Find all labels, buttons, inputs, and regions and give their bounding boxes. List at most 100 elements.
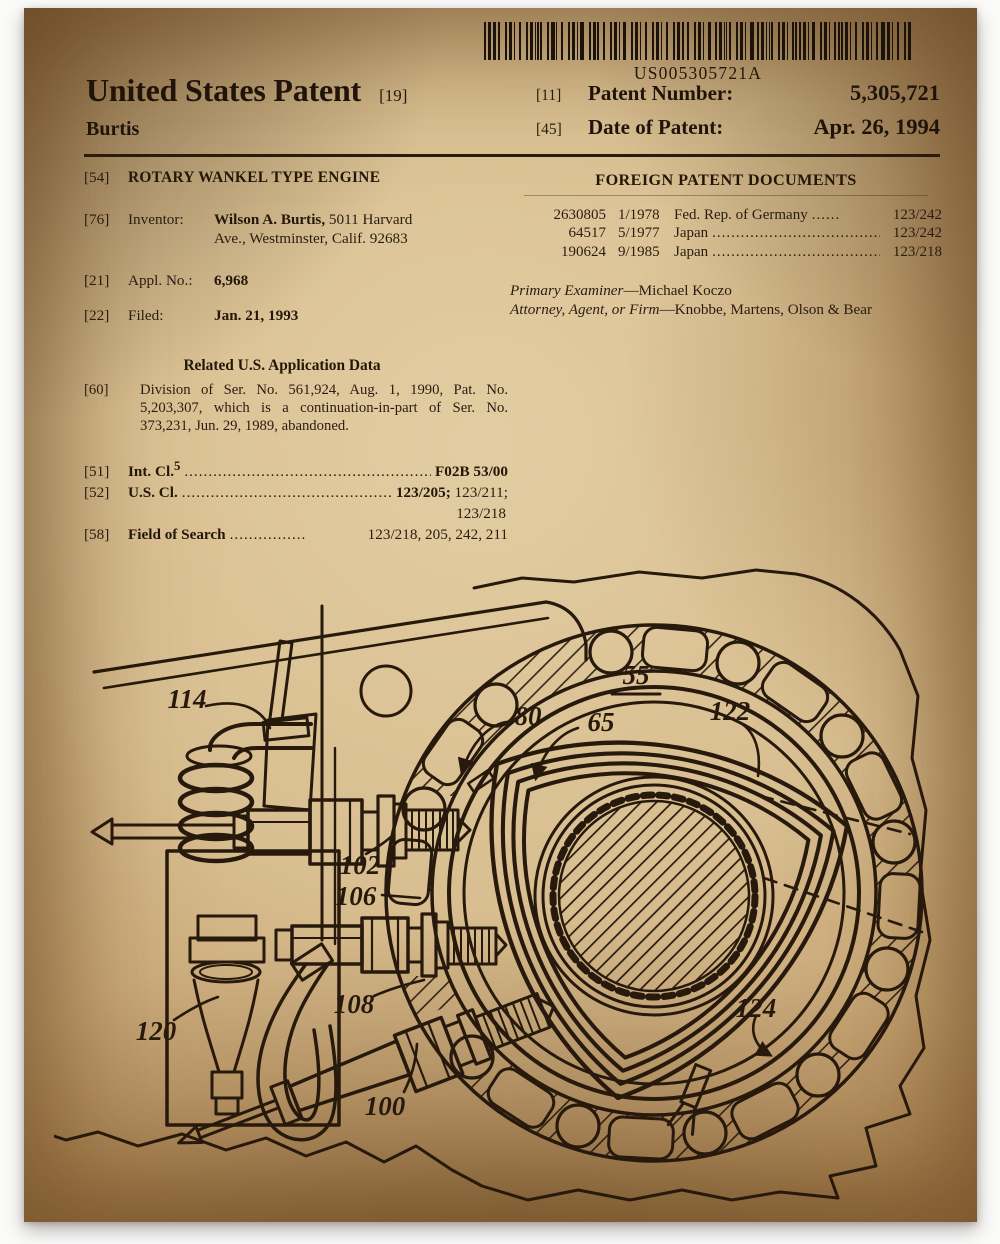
int-cl-sup: 5: [174, 459, 181, 474]
patent-title-row: United States Patent [19]: [86, 72, 407, 109]
figure-label-55: 55: [623, 660, 650, 690]
primary-examiner-line: Primary Examiner—Michael Koczo: [510, 282, 942, 301]
filed-field: [22] Filed: Jan. 21, 1993: [84, 307, 508, 326]
housing-torn-outline: [54, 568, 932, 1202]
header-divider: [84, 154, 940, 157]
figure-label-114: 114: [167, 684, 206, 714]
figure-label-122: 122: [710, 696, 751, 726]
figure-label-120: 120: [136, 1016, 177, 1046]
foreign-patent-row: 2630805 1/1978 Fed. Rep. of Germany ....…: [510, 206, 943, 224]
related-data-field: [60] Division of Ser. No. 561,924, Aug. …: [84, 382, 508, 435]
wankel-engine-figure: 114 55 80 65 122 102 106 108 120 100 124: [54, 568, 932, 1202]
dot-leader: ........................................…: [712, 225, 880, 242]
inventor-label: Inventor:: [128, 210, 184, 228]
fp-class: 123/218: [892, 243, 942, 260]
attorney-label: Attorney, Agent, or Firm: [510, 300, 660, 318]
field-code: [60]: [84, 382, 109, 399]
rotor-internal-gear: [533, 775, 775, 1017]
inventor-name: Wilson A. Burtis,: [214, 210, 326, 228]
us-cl-label: U.S. Cl.: [128, 484, 178, 502]
invention-title-field: [54] ROTARY WANKEL TYPE ENGINE: [84, 168, 508, 188]
dot-leader: ........................................…: [181, 484, 392, 502]
fp-country: Fed. Rep. of Germany: [674, 207, 808, 224]
patent-date-label: Date of Patent:: [588, 115, 724, 139]
patent-title: United States Patent: [86, 72, 362, 108]
fp-country: Japan: [674, 243, 709, 260]
inventor-field: [76] Inventor: Wilson A. Burtis, 5011 Ha…: [84, 211, 508, 249]
us-cl-field: [52] U.S. Cl. ..........................…: [84, 484, 508, 503]
appl-label: Appl. No.:: [128, 271, 193, 289]
appl-value: 6,968: [214, 271, 249, 289]
patent-poster: US005305721A United States Patent [19] B…: [24, 8, 977, 1222]
related-data-heading: Related U.S. Application Data: [183, 357, 381, 375]
dot-leader: ........................................…: [184, 463, 431, 481]
fp-date: 9/1985: [618, 243, 660, 260]
fp-number: 2630805: [553, 207, 607, 224]
examiner-value: —Michael Koczo: [623, 281, 732, 299]
patent-date-value: Apr. 26, 1994: [813, 114, 940, 139]
patent-number-label: Patent Number:: [588, 81, 734, 105]
fuel-injector-bottom: [177, 992, 556, 1145]
inventor-address-line2: Ave., Westminster, Calif. 92683: [214, 229, 408, 247]
title-bracket: [19]: [379, 86, 408, 105]
figure-label-80: 80: [515, 701, 543, 731]
invention-title: ROTARY WANKEL TYPE ENGINE: [128, 169, 381, 186]
patent-date-bracket: [45]: [536, 121, 562, 138]
fp-country: Japan: [674, 225, 709, 242]
int-cl-label: Int. Cl.5: [128, 459, 181, 481]
fp-date: 5/1977: [618, 225, 660, 242]
foreign-patent-row: 190624 9/1985 Japan ....................…: [510, 243, 942, 261]
search-label: Field of Search: [128, 525, 226, 543]
injector-pump-block: [165, 849, 341, 1127]
figure-label-106: 106: [336, 881, 377, 911]
field-code: [21]: [84, 271, 110, 289]
fuel-injector-middle: [256, 912, 508, 1142]
attorney-value: —Knobbe, Martens, Olson & Bear: [659, 300, 873, 318]
us-cl-values: 123/205; 123/211;: [395, 484, 508, 502]
field-code: [58]: [84, 525, 110, 543]
fp-class: 123/242: [892, 207, 942, 224]
search-value: 123/218, 205, 242, 211: [367, 525, 508, 543]
dot-leader: ......: [811, 207, 841, 224]
figure-label-108: 108: [334, 989, 375, 1019]
figure-label-124: 124: [736, 993, 777, 1023]
field-code: [22]: [84, 307, 110, 325]
section-dashed-lines: [758, 794, 924, 934]
bottom-plug: [666, 1063, 713, 1136]
barcode-number: US005305721A: [633, 63, 763, 83]
dot-leader: ................: [229, 525, 307, 543]
fp-number: 190624: [561, 243, 606, 260]
examiner-label: Primary Examiner: [510, 281, 624, 299]
patent-number-bracket: [11]: [536, 87, 562, 104]
foreign-patent-row: 64517 5/1977 Japan .....................…: [510, 224, 943, 242]
inventor-address-line1: 5011 Harvard: [328, 210, 413, 228]
dot-leader: ........................................…: [712, 243, 880, 260]
adjusting-pin: [268, 639, 294, 722]
int-cl-value: F02B 53/00: [435, 463, 508, 481]
apex-seal-slot: [466, 768, 496, 794]
fuel-injector-top: [90, 794, 472, 868]
figure-label-102: 102: [340, 850, 381, 880]
barcode: [484, 22, 912, 60]
filed-value: Jan. 21, 1993: [214, 307, 299, 325]
patent-number-value: 5,305,721: [850, 80, 940, 105]
label-leader-lines: [172, 702, 773, 1094]
fp-class: 123/242: [892, 225, 942, 242]
fuel-u-tube: [256, 962, 338, 1142]
fp-date: 1/1978: [618, 207, 660, 224]
figure-label-65: 65: [588, 707, 615, 737]
bibliographic-left-column: [54] ROTARY WANKEL TYPE ENGINE [76] Inve…: [84, 168, 508, 545]
patent-number-row: [11] Patent Number: 5,305,721: [536, 80, 940, 106]
field-code: [54]: [84, 169, 110, 186]
field-code: [51]: [84, 463, 110, 481]
foreign-patents-heading: FOREIGN PATENT DOCUMENTS: [524, 170, 928, 197]
figure-label-100: 100: [365, 1091, 406, 1121]
references-right-column: FOREIGN PATENT DOCUMENTS 2630805 1/1978 …: [510, 170, 942, 320]
inventor-surname: Burtis: [86, 118, 140, 140]
field-code: [76]: [84, 210, 110, 228]
filed-label: Filed:: [128, 307, 164, 325]
inventor-value: Wilson A. Burtis, 5011 Harvard Ave., Wes…: [214, 211, 412, 249]
int-cl-field: [51] Int. Cl.5 .........................…: [84, 459, 508, 482]
related-data-text: Division of Ser. No. 561,924, Aug. 1, 19…: [140, 382, 508, 434]
attorney-line: Attorney, Agent, or Firm—Knobbe, Martens…: [510, 301, 942, 320]
